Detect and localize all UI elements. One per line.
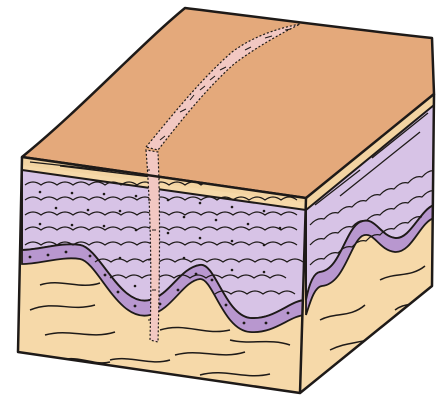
skin-block-icon [0, 0, 442, 415]
skin-cross-section-figure [0, 0, 442, 415]
